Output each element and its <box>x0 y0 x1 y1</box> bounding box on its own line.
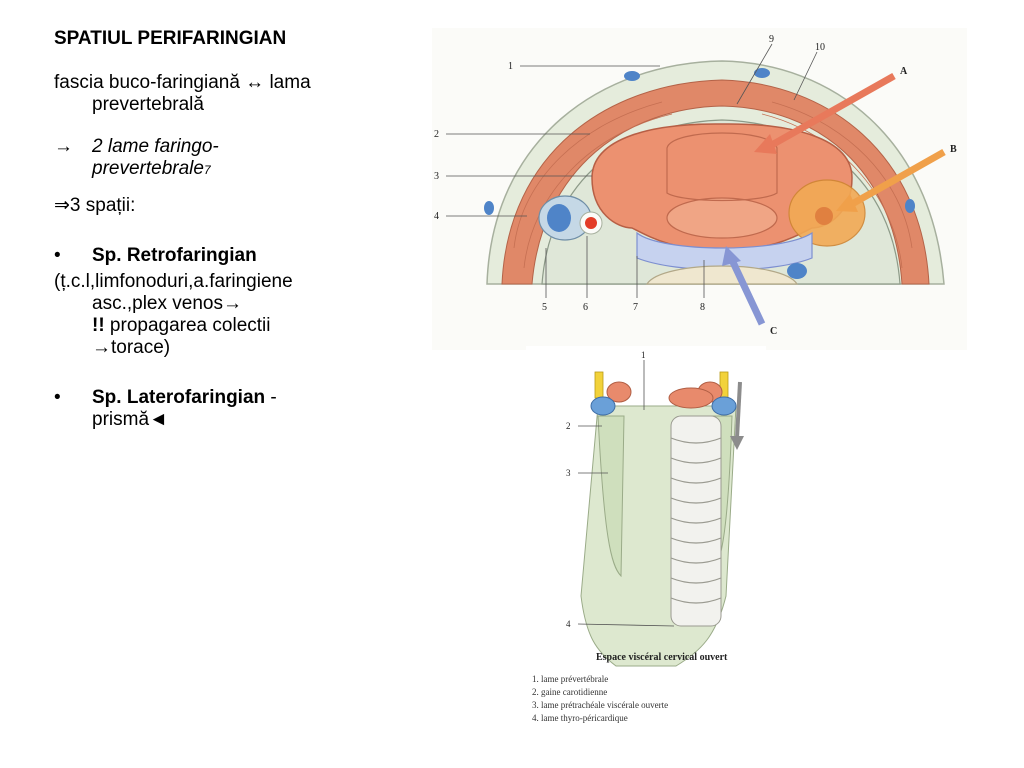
spaces-line: ⇒3 spații: <box>54 195 136 216</box>
legend-item-2: 2. gaine carotidienne <box>532 687 607 697</box>
muscle-striations <box>513 101 913 269</box>
jugular-vein <box>547 204 571 232</box>
label-2: 2 <box>566 421 571 431</box>
lame-line-main: 2 lame faringo- <box>92 136 219 157</box>
laterofaringian-dash: - <box>265 387 277 408</box>
laterofaringian-label: Sp. Laterofaringian <box>92 387 266 408</box>
label-6: 6 <box>583 302 588 313</box>
bullet-icon: • <box>54 387 61 408</box>
trachea <box>670 415 722 627</box>
lame-line-cont: prevertebrale <box>92 158 204 179</box>
vessel <box>624 71 640 81</box>
artery-left <box>606 381 632 403</box>
label-1: 1 <box>641 350 646 360</box>
vein-right <box>711 396 737 416</box>
bullet-icon: • <box>54 245 61 266</box>
label-3: 3 <box>566 468 571 478</box>
carotid-artery <box>585 217 597 229</box>
arrow-c: C <box>722 246 777 337</box>
arrow-b: B <box>836 144 957 212</box>
detail-emphasis: !! <box>92 315 105 336</box>
arrow-a: A <box>754 66 908 154</box>
label-9: 9 <box>769 34 774 45</box>
vein-left <box>590 396 616 416</box>
bullet-retrofaringian: • Sp. Retrofaringian <box>54 245 374 267</box>
pharynx-mucosa <box>666 132 778 202</box>
retro-detail: (ț.c.l,limfonoduri,a.faringiene asc.,ple… <box>54 271 374 359</box>
fascia-line: fascia buco-faringiană ↔ lama prevertebr… <box>54 72 374 116</box>
slide-text: SPATIUL PERIFARINGIAN fascia buco-faring… <box>54 28 374 443</box>
label-lines <box>577 360 675 627</box>
nerve-left <box>594 371 604 399</box>
label-8: 8 <box>700 302 705 313</box>
figure-caption: Espace viscéral cervical ouvert <box>596 652 728 663</box>
label-4: 4 <box>566 619 571 629</box>
lateral-node <box>815 207 833 225</box>
legend-item-3: 3. lame prétrachéale viscérale ouverte <box>532 700 668 710</box>
vessel <box>905 199 915 213</box>
detail-line-1: (ț.c.l,limfonoduri,a.faringiene <box>54 271 293 292</box>
vertebra <box>645 265 799 285</box>
retropharyngeal-space <box>636 231 813 271</box>
arrow-right-icon: → <box>54 136 73 157</box>
label-3: 3 <box>434 171 439 182</box>
retrofaringian-label: Sp. Retrofaringian <box>92 245 257 266</box>
down-arrow-icon <box>730 381 744 450</box>
vessel <box>754 68 770 78</box>
pharynx-inner <box>666 197 778 239</box>
esophagus <box>668 387 714 409</box>
lame-line: → 2 lame faringo- prevertebrale7 <box>54 136 374 181</box>
detail-line-4: →torace) <box>92 337 171 358</box>
figure2-labels: 1 2 3 4 <box>566 350 646 629</box>
arrow-label-b: B <box>950 144 957 155</box>
detail-line-3: propagarea colectii <box>104 315 271 336</box>
figure-legend: 1. lame prévertébrale 2. gaine carotidie… <box>532 674 668 723</box>
label-lines <box>446 43 818 298</box>
legend-item-1: 1. lame prévertébrale <box>532 674 608 684</box>
cross-section-figure: 1 2 3 4 5 6 7 8 9 10 A B C <box>432 28 967 350</box>
fascia-line-cont: prevertebrală <box>92 94 204 115</box>
bullet-laterofaringian: • Sp. Laterofaringian - prismă◄ <box>54 387 374 431</box>
label-5: 5 <box>542 302 547 313</box>
slide-title: SPATIUL PERIFARINGIAN <box>54 28 287 49</box>
vessel <box>484 201 494 215</box>
lame-footnote: 7 <box>203 163 211 177</box>
vessel <box>787 263 807 279</box>
fascia-line-main: fascia buco-faringiană ↔ lama <box>54 72 311 93</box>
label-2: 2 <box>434 129 439 140</box>
legend-item-4: 4. lame thyro-péricardique <box>532 713 628 723</box>
label-4: 4 <box>434 211 439 222</box>
detail-line-2: asc.,plex venos→ <box>92 293 242 314</box>
left-carotid-sheath <box>597 415 625 578</box>
visceral-space-figure: 1 2 3 4 Espace viscéral cervical ouvert … <box>526 346 766 731</box>
arrow-label-c: C <box>770 326 777 337</box>
label-1: 1 <box>508 61 513 72</box>
arrow-label-a: A <box>900 66 908 77</box>
label-10: 10 <box>815 42 825 53</box>
figure1-labels: 1 2 3 4 5 6 7 8 9 10 <box>434 34 825 313</box>
label-7: 7 <box>633 302 638 313</box>
laterofaringian-cont: prismă◄ <box>92 409 168 430</box>
